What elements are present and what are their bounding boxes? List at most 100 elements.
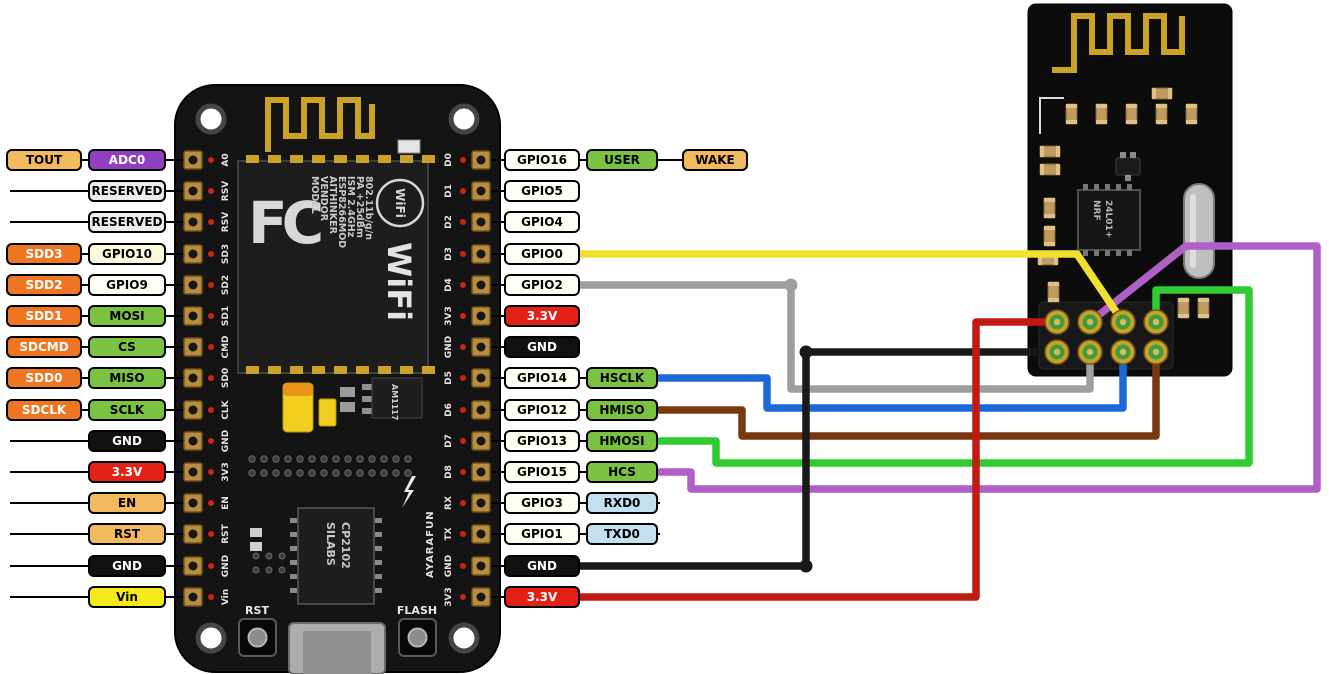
chip-text-line: SILABS: [324, 522, 337, 566]
through-hole: [260, 469, 268, 477]
castellation: [422, 366, 435, 374]
capacitor-band: [283, 383, 313, 396]
pin-dot: [208, 531, 214, 537]
nrf-header-pin-hole: [1152, 348, 1160, 356]
nrf-header-pin-hole: [1086, 348, 1094, 356]
silk-label: RX: [444, 496, 454, 510]
nrf-chip: [1077, 189, 1141, 251]
capacitor: [318, 398, 337, 427]
mounting-hole: [195, 622, 227, 654]
chip-pin: [1094, 250, 1099, 256]
pin-dot: [208, 469, 214, 475]
through-hole: [248, 469, 256, 477]
voltage-regulator: [371, 377, 423, 419]
pin-dot: [460, 531, 466, 537]
through-hole: [278, 552, 286, 560]
through-hole: [320, 469, 328, 477]
pin-hole: [476, 373, 486, 383]
silk-label: D8: [444, 465, 454, 479]
through-hole: [320, 455, 328, 463]
pin-hole: [476, 155, 486, 165]
pin-dot: [460, 313, 466, 319]
through-hole: [380, 469, 388, 477]
pin-dot: [208, 157, 214, 163]
pin-dot: [460, 563, 466, 569]
pin-hole: [188, 405, 198, 415]
wire-gpio13-hmosi: [654, 286, 1253, 467]
pin-dot: [208, 438, 214, 444]
chip-pin: [375, 546, 382, 551]
brand-vertical-text: AYARAFUN: [425, 510, 436, 578]
silk-label: EN: [221, 496, 231, 510]
silk-label: CMD: [221, 335, 231, 358]
nrf-header-pin-hole: [1119, 348, 1127, 356]
pin-hole: [188, 467, 198, 477]
through-hole: [252, 566, 260, 574]
silk-label: RSV: [221, 181, 231, 201]
castellation: [334, 155, 347, 163]
mounting-hole: [448, 103, 480, 135]
pin-dot: [208, 282, 214, 288]
usb-uart-chip: [297, 507, 375, 605]
nrf-header-pin-hole: [1119, 318, 1127, 326]
pin-dot: [208, 313, 214, 319]
castellation: [378, 366, 391, 374]
through-hole: [404, 455, 412, 463]
smd-component: [397, 139, 421, 154]
silk-label: D0: [444, 153, 454, 167]
silk-label: RST: [221, 523, 231, 543]
pin-hole: [476, 249, 486, 259]
chip-pin: [1116, 250, 1121, 256]
pin-hole: [188, 498, 198, 508]
castellation: [400, 366, 413, 374]
through-hole: [248, 455, 256, 463]
transistor-leg: [1130, 152, 1136, 158]
module-text-line: AITHINKER: [327, 176, 338, 235]
through-hole: [272, 469, 280, 477]
pin-hole: [188, 592, 198, 602]
through-hole: [308, 469, 316, 477]
esp-module-silk-text: MODEL VENDOR AITHINKER ESP8266MOD ISM 2.…: [309, 176, 374, 248]
wifi-big-text: WiFi: [380, 242, 418, 321]
silk-label: RSV: [221, 212, 231, 232]
regulator-leg: [362, 396, 372, 402]
through-hole: [344, 455, 352, 463]
through-hole: [265, 552, 273, 560]
svg-text:AM1117: AM1117: [390, 384, 399, 420]
pin-dot: [208, 219, 214, 225]
nrf-decoration: [1037, 87, 1210, 319]
regulator-leg: [362, 408, 372, 414]
pin-dot: [460, 500, 466, 506]
smd-component: [250, 542, 262, 551]
pin-dot: [460, 375, 466, 381]
svg-text:WiFi: WiFi: [393, 188, 407, 218]
silk-label: 3V3: [221, 462, 231, 482]
through-hole: [368, 469, 376, 477]
wire-gpio2: [575, 281, 1094, 393]
chip-pin: [1127, 184, 1132, 190]
wifi-logo-text: WiFi: [393, 188, 407, 218]
nrf-header-pin-hole: [1086, 318, 1094, 326]
through-hole: [380, 455, 388, 463]
pcb-antenna-icon: [1052, 13, 1185, 73]
castellation: [268, 155, 281, 163]
nodemcu-board: FC MODEL VENDOR AITHINKER ESP8266MOD ISM…: [174, 84, 501, 674]
chip-pin: [375, 518, 382, 523]
module-text-line: PA +25dBm: [354, 176, 365, 238]
chip-pin: [290, 574, 297, 579]
silk-label: SD0: [221, 368, 231, 388]
pin-hole: [476, 498, 486, 508]
chip-pin: [290, 588, 297, 593]
castellation: [268, 366, 281, 374]
flash-button-cap: [407, 627, 428, 648]
through-hole: [404, 469, 412, 477]
mounting-hole: [448, 622, 480, 654]
wire-gnd: [575, 348, 1061, 570]
pin-dot: [208, 188, 214, 194]
through-hole: [332, 469, 340, 477]
chip-pin: [375, 588, 382, 593]
silk-label: CLK: [221, 399, 231, 419]
lightning-icon: [402, 476, 416, 508]
